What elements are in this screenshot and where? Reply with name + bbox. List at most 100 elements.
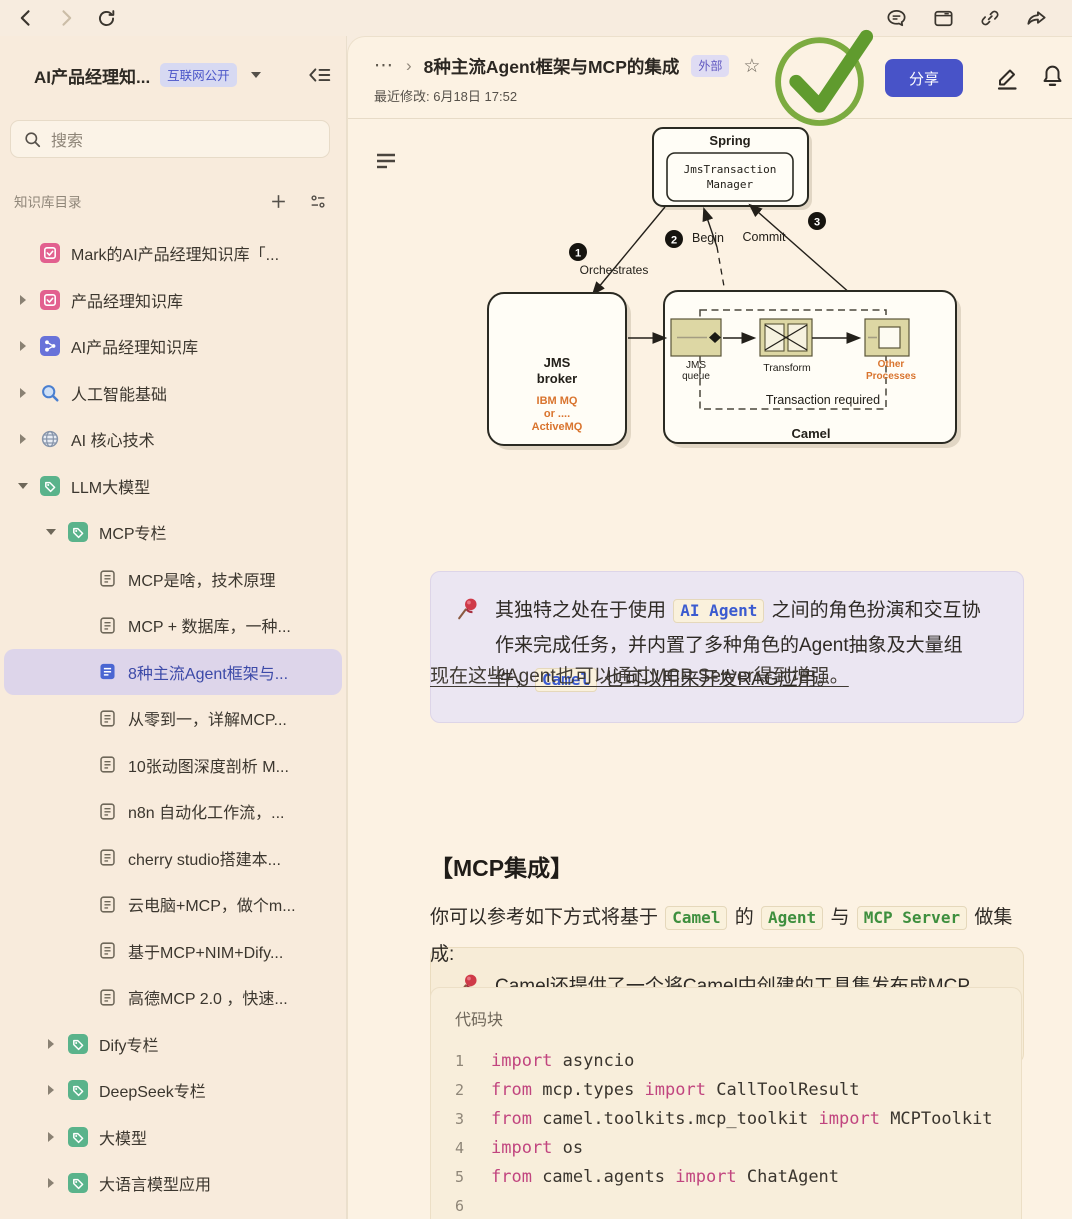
comment-icon	[885, 7, 908, 30]
expand-arrow-icon[interactable]	[42, 1085, 60, 1095]
sidebar-item[interactable]: MCP + 数据库，一种...	[4, 602, 342, 649]
other-label-1: Other	[878, 359, 905, 370]
collapse-arrow-icon[interactable]	[14, 483, 32, 489]
bell-icon[interactable]	[1040, 63, 1065, 90]
or-label: or ....	[544, 408, 570, 420]
step-3-badge: 3	[814, 217, 820, 229]
sidebar-item[interactable]: 高德MCP 2.0 ，快速...	[4, 974, 342, 1021]
sidebar-item[interactable]: AI 核心技术	[4, 416, 342, 463]
expand-arrow-icon[interactable]	[14, 434, 32, 444]
window-button[interactable]	[932, 7, 955, 30]
expand-arrow-icon[interactable]	[42, 1178, 60, 1188]
outline-toggle-icon[interactable]	[374, 151, 398, 171]
external-badge: 外部	[691, 55, 730, 77]
refresh-button[interactable]	[96, 8, 117, 29]
sidebar-item[interactable]: 云电脑+MCP，做个m...	[4, 881, 342, 928]
directory-settings-icon[interactable]	[308, 192, 328, 211]
sidebar-item[interactable]: cherry studio搭建本...	[4, 835, 342, 882]
doc-icon	[98, 895, 117, 914]
pushpin-icon	[455, 596, 481, 622]
jms-queue-label-2: queue	[682, 371, 710, 382]
expand-arrow-icon[interactable]	[42, 1132, 60, 1142]
sidebar-item[interactable]: 产品经理知识库	[4, 277, 342, 324]
line-number: 1	[455, 1051, 465, 1070]
sidebar-item[interactable]: 人工智能基础	[4, 370, 342, 417]
green-tag-icon	[40, 475, 60, 496]
code-keyword: from	[491, 1166, 532, 1187]
collapse-sidebar-icon[interactable]	[308, 65, 332, 85]
visibility-badge: 互联网公开	[160, 63, 237, 87]
sidebar-item[interactable]: 从零到一，详解MCP...	[4, 695, 342, 742]
directory-label: 知识库目录	[14, 195, 82, 210]
document-header: ⋯ › 8种主流Agent框架与MCP的集成 外部 ☆ 最近修改: 6月18日 …	[348, 37, 1072, 119]
transaction-required-label: Transaction required	[766, 393, 880, 407]
sidebar-item-label: AI 核心技术	[71, 433, 155, 451]
expand-arrow-icon[interactable]	[14, 388, 32, 398]
code-keyword: import	[491, 1137, 553, 1158]
sidebar-item-label: Mark的AI产品经理知识库「...	[71, 247, 280, 265]
forward-button[interactable]	[56, 8, 76, 28]
knowledge-base-title[interactable]: AI产品经理知...	[34, 67, 151, 87]
document-tree: Mark的AI产品经理知识库「... 产品经理知识库 AI产品经理知识库人工智能基础…	[0, 230, 346, 1207]
sidebar-item-label: 大语言模型应用	[99, 1177, 212, 1195]
more-icon[interactable]: ⋯	[374, 55, 394, 76]
sidebar-item[interactable]: AI产品经理知识库	[4, 323, 342, 370]
green-tag-icon	[68, 1173, 88, 1194]
expand-arrow-icon[interactable]	[14, 295, 32, 305]
doc-icon	[98, 802, 117, 821]
code-keyword: import	[675, 1166, 737, 1187]
forward-share-button[interactable]	[1025, 7, 1048, 30]
text-run: 的	[729, 907, 760, 928]
chevron-down-icon[interactable]	[250, 72, 261, 78]
edit-button[interactable]	[994, 64, 1020, 91]
inline-code: Camel	[535, 668, 598, 692]
sidebar-item-label: MCP专栏	[99, 526, 167, 544]
line-number: 4	[455, 1138, 465, 1157]
expand-arrow-icon[interactable]	[14, 341, 32, 351]
line-number: 5	[455, 1167, 465, 1186]
sidebar-item[interactable]: 大模型	[4, 1114, 342, 1161]
sidebar-item-label: 大模型	[99, 1130, 148, 1148]
sidebar-item[interactable]: LLM大模型	[4, 463, 342, 510]
knowledge-base-header: AI产品经理知... 互联网公开	[34, 60, 332, 90]
copy-link-button[interactable]	[979, 7, 1001, 29]
share-button[interactable]: 分享	[885, 59, 963, 97]
code-keyword: from	[491, 1079, 532, 1100]
code-text: MCPToolkit	[879, 1108, 993, 1129]
sidebar-item[interactable]: DeepSeek专栏	[4, 1067, 342, 1114]
sidebar-item[interactable]: 8种主流Agent框架与...	[4, 648, 342, 695]
back-icon	[16, 8, 36, 28]
doc-selected-icon	[98, 662, 117, 681]
code-text: CallToolResult	[705, 1079, 860, 1100]
section-intro: 你可以参考如下方式将基于 Camel 的 Agent 与 MCP Server …	[430, 899, 1024, 973]
add-page-icon[interactable]	[269, 192, 288, 211]
collapse-arrow-icon[interactable]	[42, 529, 60, 535]
comments-button[interactable]	[885, 7, 908, 30]
sidebar-item[interactable]: Dify专栏	[4, 1021, 342, 1068]
orchestrates-label: Orchestrates	[580, 263, 649, 277]
doc-icon	[98, 988, 117, 1007]
sidebar-item[interactable]: MCP是啥，技术原理	[4, 556, 342, 603]
sidebar-item-label: 人工智能基础	[71, 386, 168, 404]
sidebar-item[interactable]: 基于MCP+NIM+Dify...	[4, 928, 342, 975]
section-heading: 【MCP集成】	[430, 855, 574, 881]
sidebar-item[interactable]: 大语言模型应用	[4, 1160, 342, 1207]
doc-icon	[98, 569, 117, 588]
forward-icon	[56, 8, 76, 28]
line-number: 6	[455, 1196, 465, 1215]
sidebar-item[interactable]: 10张动图深度剖析 M...	[4, 742, 342, 789]
text-run: 你可以参考如下方式将基于	[430, 907, 664, 928]
search-input[interactable]: 搜索	[10, 120, 330, 158]
green-tag-icon	[68, 522, 88, 543]
mcp-server-link[interactable]: 现在这些Agent也可以通过MCP Server得到增强。	[430, 666, 849, 687]
jms-camel-architecture-diagram: Spring JmsTransaction Manager 1 Orchestr…	[487, 127, 961, 450]
sidebar-item[interactable]: Mark的AI产品经理知识库「...	[4, 230, 342, 277]
sidebar-item[interactable]: MCP专栏	[4, 509, 342, 556]
star-icon[interactable]: ☆	[743, 55, 761, 77]
pink-doc-icon	[40, 289, 60, 310]
expand-arrow-icon[interactable]	[42, 1039, 60, 1049]
sidebar-item-label: 产品经理知识库	[71, 293, 184, 311]
sidebar-item[interactable]: n8n 自动化工作流，...	[4, 788, 342, 835]
back-button[interactable]	[16, 8, 36, 28]
